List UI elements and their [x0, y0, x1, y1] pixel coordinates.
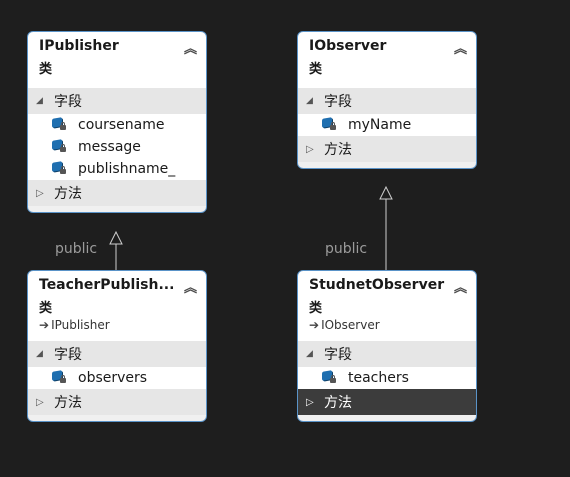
double-chevron-up-icon[interactable]: ︽	[453, 281, 467, 296]
triangle-down-icon: ◢	[36, 349, 43, 359]
class-header: IObserver 类 ︽	[298, 32, 476, 88]
field-name: publishname_	[78, 161, 176, 177]
inheritance-arrow-icon: ➔	[39, 318, 50, 332]
class-header: TeacherPublish... 类 ➔ IPublisher ︽	[28, 271, 206, 341]
triangle-down-icon: ◢	[306, 96, 313, 106]
field-name: teachers	[348, 370, 409, 386]
section-label: 字段	[324, 347, 352, 363]
private-field-icon	[52, 139, 68, 155]
private-field-icon	[52, 117, 68, 133]
private-field-icon	[322, 370, 338, 386]
class-stereotype: 类	[309, 62, 323, 77]
section-label: 方法	[324, 142, 352, 158]
class-name: StudnetObserver	[309, 277, 445, 293]
field-name: observers	[78, 370, 148, 386]
class-box-ipublisher[interactable]: IPublisher 类 ︽ ◢ 字段 coursename message p…	[27, 31, 207, 213]
private-field-icon	[322, 117, 338, 133]
private-field-icon	[52, 370, 68, 386]
class-stereotype: 类	[39, 301, 53, 316]
class-header: IPublisher 类 ︽	[28, 32, 206, 88]
class-name: IPublisher	[39, 38, 119, 54]
class-name: TeacherPublish...	[39, 277, 175, 293]
section-fields[interactable]: ◢ 字段	[28, 341, 206, 367]
section-methods[interactable]: ▷ 方法	[298, 136, 476, 162]
section-methods[interactable]: ▷ 方法	[28, 180, 206, 206]
private-field-icon	[52, 161, 68, 177]
field-item[interactable]: publishname_	[28, 158, 206, 180]
section-fields[interactable]: ◢ 字段	[298, 341, 476, 367]
inheritance-arrowhead-right	[379, 185, 393, 200]
field-name: myName	[348, 117, 412, 133]
section-label: 方法	[324, 395, 352, 411]
class-header: StudnetObserver 类 ➔ IObserver ︽	[298, 271, 476, 341]
field-name: message	[78, 139, 141, 155]
section-label: 方法	[54, 186, 82, 202]
triangle-right-icon: ▷	[306, 143, 314, 155]
section-label: 字段	[324, 94, 352, 110]
base-class: ➔ IPublisher	[39, 318, 110, 332]
section-methods[interactable]: ▷ 方法	[28, 389, 206, 415]
triangle-down-icon: ◢	[306, 349, 313, 359]
section-label: 字段	[54, 347, 82, 363]
class-box-iobserver[interactable]: IObserver 类 ︽ ◢ 字段 myName ▷ 方法	[297, 31, 477, 169]
field-item[interactable]: myName	[298, 114, 476, 136]
double-chevron-up-icon[interactable]: ︽	[183, 42, 197, 57]
base-class-name: IObserver	[321, 318, 380, 332]
class-name: IObserver	[309, 38, 387, 54]
field-item[interactable]: coursename	[28, 114, 206, 136]
double-chevron-up-icon[interactable]: ︽	[453, 42, 467, 57]
base-class-name: IPublisher	[51, 318, 110, 332]
base-class: ➔ IObserver	[309, 318, 380, 332]
section-label: 字段	[54, 94, 82, 110]
field-item[interactable]: message	[28, 136, 206, 158]
section-label: 方法	[54, 395, 82, 411]
field-item[interactable]: teachers	[298, 367, 476, 389]
class-stereotype: 类	[309, 301, 323, 316]
connector-label-right: public	[325, 241, 368, 257]
triangle-down-icon: ◢	[36, 96, 43, 106]
double-chevron-up-icon[interactable]: ︽	[183, 281, 197, 296]
inheritance-arrow-icon: ➔	[309, 318, 320, 332]
field-item[interactable]: observers	[28, 367, 206, 389]
triangle-right-icon: ▷	[36, 187, 44, 199]
class-box-teacherpublisher[interactable]: TeacherPublish... 类 ➔ IPublisher ︽ ◢ 字段 …	[27, 270, 207, 422]
triangle-right-icon: ▷	[306, 396, 314, 408]
section-methods[interactable]: ▷ 方法	[298, 389, 476, 415]
field-name: coursename	[78, 117, 165, 133]
triangle-right-icon: ▷	[36, 396, 44, 408]
section-fields[interactable]: ◢ 字段	[298, 88, 476, 114]
inheritance-arrowhead-left	[109, 230, 123, 245]
class-box-studnetobserver[interactable]: StudnetObserver 类 ➔ IObserver ︽ ◢ 字段 tea…	[297, 270, 477, 422]
class-stereotype: 类	[39, 62, 53, 77]
section-fields[interactable]: ◢ 字段	[28, 88, 206, 114]
connector-label-left: public	[55, 241, 98, 257]
